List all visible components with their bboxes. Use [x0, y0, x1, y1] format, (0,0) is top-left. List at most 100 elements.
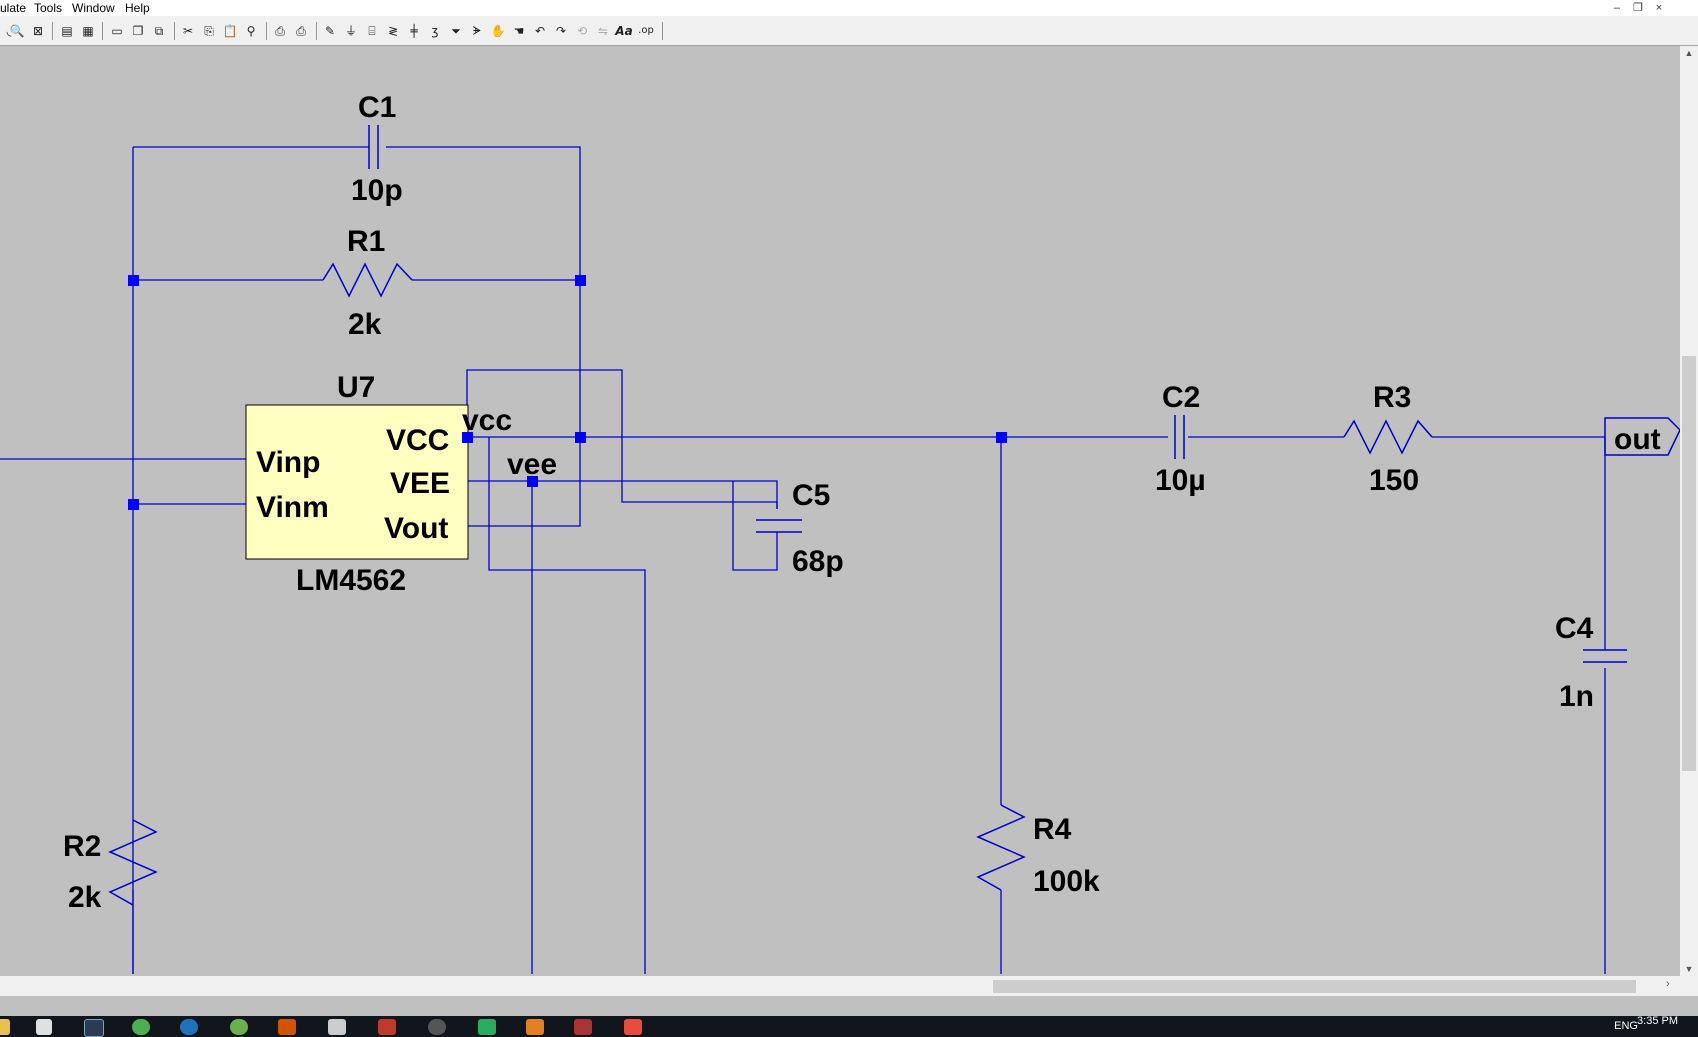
r1-resistor	[322, 262, 413, 298]
drag-icon[interactable]: ☚	[513, 24, 525, 38]
utorrent-icon[interactable]	[230, 1019, 248, 1035]
u7-pin-vee: VEE	[390, 467, 450, 500]
toolbar-separator	[266, 22, 267, 40]
resistor-icon[interactable]: ≷	[387, 24, 399, 38]
window-controls: – ❐ ×	[1608, 0, 1668, 16]
app-icon[interactable]	[526, 1019, 544, 1035]
app-icon[interactable]	[378, 1019, 396, 1035]
scroll-right-icon[interactable]: ›	[1666, 978, 1670, 990]
menu-window[interactable]: Window	[72, 1, 115, 15]
mirror-icon[interactable]: ⇋	[597, 24, 609, 38]
vertical-scroll-thumb[interactable]	[1682, 356, 1696, 771]
r4-resistor	[976, 804, 1026, 891]
app-icon[interactable]	[278, 1019, 296, 1035]
app-icon[interactable]	[328, 1019, 346, 1035]
r1-ref: R1	[347, 225, 385, 258]
toolbar-separator	[662, 22, 663, 40]
print-icon[interactable]: ⎙	[275, 24, 285, 38]
clock[interactable]: 3:35 PM	[1637, 1015, 1678, 1027]
chrome-icon[interactable]	[132, 1019, 150, 1035]
menu-tools[interactable]: Tools	[34, 1, 63, 15]
ltspice-icon[interactable]	[574, 1019, 592, 1035]
toolbar-separator	[52, 22, 53, 40]
find-icon[interactable]: ⚲	[246, 24, 256, 38]
out-net-flag	[1604, 417, 1680, 456]
c2-value: 10µ	[1155, 464, 1206, 497]
redo-icon[interactable]: ↷	[555, 24, 567, 38]
close-windows-icon[interactable]: ⧉	[154, 24, 164, 38]
cascade-icon[interactable]: ❐	[132, 24, 144, 38]
r4-value: 100k	[1033, 865, 1100, 898]
paste-icon[interactable]: 📋	[222, 24, 238, 38]
rotate-icon[interactable]: ⟲	[576, 24, 588, 38]
scroll-down-icon[interactable]: ▼	[1684, 964, 1694, 974]
c5-capacitor	[756, 519, 802, 533]
menu-simulate[interactable]: ulate	[0, 1, 27, 15]
lightroom-icon[interactable]	[84, 1019, 104, 1037]
c1-capacitor	[368, 125, 379, 169]
c4-capacitor	[1583, 649, 1627, 663]
label-net-icon[interactable]: ⌸	[368, 24, 376, 38]
u7-pin-vcc: VCC	[386, 424, 449, 457]
diode-icon[interactable]: ⏷	[451, 24, 461, 38]
u7-opamp-body[interactable]	[245, 404, 469, 560]
components	[108, 125, 1680, 906]
ground-icon[interactable]: ⏚	[344, 24, 357, 38]
app-icon[interactable]	[428, 1019, 446, 1035]
app-icon[interactable]	[478, 1019, 496, 1035]
r2-value: 2k	[68, 881, 102, 914]
r3-resistor	[1343, 419, 1433, 455]
file-explorer-icon[interactable]	[0, 1019, 10, 1035]
r3-value: 150	[1369, 464, 1419, 497]
pan-icon[interactable]: ◟	[6, 24, 12, 38]
text-icon[interactable]: Aa	[615, 24, 633, 38]
copy-icon[interactable]: ⎘	[204, 24, 214, 38]
language-indicator[interactable]: ENG	[1614, 1020, 1638, 1032]
u7-pin-vinp: Vinp	[256, 446, 320, 479]
print-setup-icon[interactable]: ⎙	[296, 24, 306, 38]
cut-icon[interactable]: ✂	[182, 24, 194, 38]
minimize-button[interactable]: –	[1613, 2, 1620, 14]
toggle-grid-icon[interactable]: ▦	[82, 24, 94, 38]
move-icon[interactable]: ✋	[490, 24, 506, 38]
horizontal-scrollbar[interactable]: ›	[0, 976, 1698, 996]
zoom-fit-icon[interactable]: ⊠	[32, 24, 44, 38]
toolbar-separator	[316, 22, 317, 40]
r1-value: 2k	[348, 308, 382, 341]
c1-ref: C1	[358, 91, 396, 124]
c4-value: 1n	[1559, 680, 1594, 713]
u7-pin-vout: Vout	[384, 512, 448, 545]
store-icon[interactable]	[36, 1019, 52, 1035]
toolbar-separator	[174, 22, 175, 40]
undo-icon[interactable]: ↶	[534, 24, 546, 38]
schematic-drawing: C1 10p R1 2k U7 LM4562 Vinp Vinm VCC VEE…	[0, 91, 1680, 974]
component-icon[interactable]: ᗘ	[472, 24, 482, 38]
horizontal-scroll-thumb[interactable]	[993, 980, 1636, 993]
u7-ref: U7	[337, 371, 375, 404]
restore-button[interactable]: ❐	[1633, 2, 1643, 14]
menu-bar: ulate Tools Window Help – ❐ ×	[0, 0, 1698, 16]
r4-ref: R4	[1033, 813, 1072, 846]
intel-icon[interactable]	[180, 1019, 198, 1035]
autorange-icon[interactable]: ▤	[61, 24, 73, 38]
net-label-vee: vee	[507, 448, 557, 481]
junctions	[128, 275, 1007, 510]
close-button[interactable]: ×	[1655, 2, 1663, 14]
pdf-icon[interactable]	[624, 1019, 642, 1035]
inductor-icon[interactable]: ʒ	[431, 24, 439, 38]
zoom-out-icon[interactable]: 🔍	[9, 24, 25, 38]
spice-directive-icon[interactable]: .op	[638, 25, 654, 36]
c2-ref: C2	[1162, 381, 1200, 414]
menu-help[interactable]: Help	[125, 1, 150, 15]
r3-ref: R3	[1373, 381, 1411, 414]
tile-icon[interactable]: ▭	[111, 24, 123, 38]
c5-ref: C5	[792, 479, 830, 512]
taskbar: ENG 3:35 PM	[0, 1015, 1698, 1037]
capacitor-icon[interactable]: ╪	[410, 24, 418, 38]
schematic-canvas[interactable]: C1 10p R1 2k U7 LM4562 Vinp Vinm VCC VEE…	[0, 46, 1680, 976]
u7-pin-vinm: Vinm	[256, 491, 329, 524]
scroll-up-icon[interactable]: ▲	[1684, 48, 1694, 58]
vertical-scrollbar[interactable]: ▲ ▼	[1680, 46, 1698, 976]
wire-icon[interactable]: ✎	[324, 24, 336, 38]
net-label-out: out	[1614, 423, 1661, 456]
